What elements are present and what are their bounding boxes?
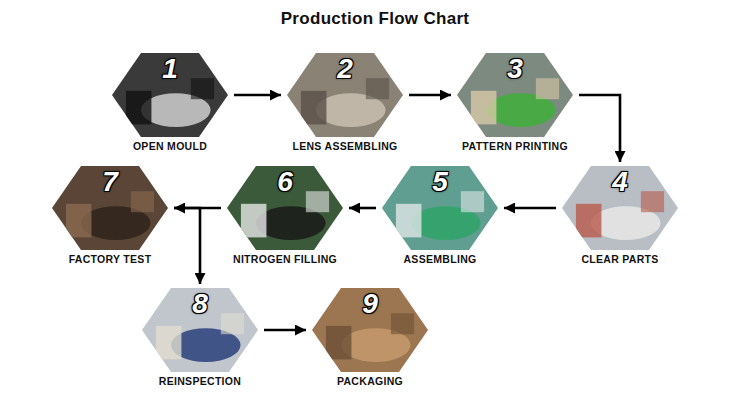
step-number: 3 — [455, 53, 575, 137]
step-label: OPEN MOULD — [133, 140, 207, 153]
process-step: 8REINSPECTION — [140, 288, 260, 388]
process-step: 6NITROGEN FILLING — [225, 166, 345, 266]
process-step: 5ASSEMBLING — [380, 166, 500, 266]
step-number: 2 — [285, 53, 405, 137]
step-number: 6 — [225, 166, 345, 250]
step-number: 5 — [380, 166, 500, 250]
chart-title: Production Flow Chart — [0, 9, 750, 29]
process-step: 7FACTORY TEST — [50, 166, 170, 266]
step-label: NITROGEN FILLING — [233, 253, 337, 266]
step-label: PATTERN PRINTING — [462, 140, 568, 153]
step-number: 9 — [310, 288, 430, 372]
process-step: 9PACKAGING — [310, 288, 430, 388]
step-number: 7 — [50, 166, 170, 250]
process-step: 4CLEAR PARTS — [560, 166, 680, 266]
process-step: 1OPEN MOULD — [110, 53, 230, 153]
step-number: 8 — [140, 288, 260, 372]
step-label: LENS ASSEMBLING — [292, 140, 397, 153]
step-label: CLEAR PARTS — [581, 253, 658, 266]
step-number: 4 — [560, 166, 680, 250]
step-label: ASSEMBLING — [403, 253, 476, 266]
flow-arrow — [174, 208, 200, 284]
process-step: 3PATTERN PRINTING — [455, 53, 575, 153]
flow-arrow — [234, 94, 281, 97]
step-label: REINSPECTION — [159, 375, 241, 388]
flow-arrow — [264, 329, 306, 332]
flow-arrow — [349, 207, 376, 210]
step-label: FACTORY TEST — [69, 253, 152, 266]
flow-arrow — [579, 95, 620, 162]
process-step: 2LENS ASSEMBLING — [285, 53, 405, 153]
step-label: PACKAGING — [337, 375, 403, 388]
step-number: 1 — [110, 53, 230, 137]
flow-arrow — [409, 94, 451, 97]
flow-arrow — [504, 207, 556, 210]
